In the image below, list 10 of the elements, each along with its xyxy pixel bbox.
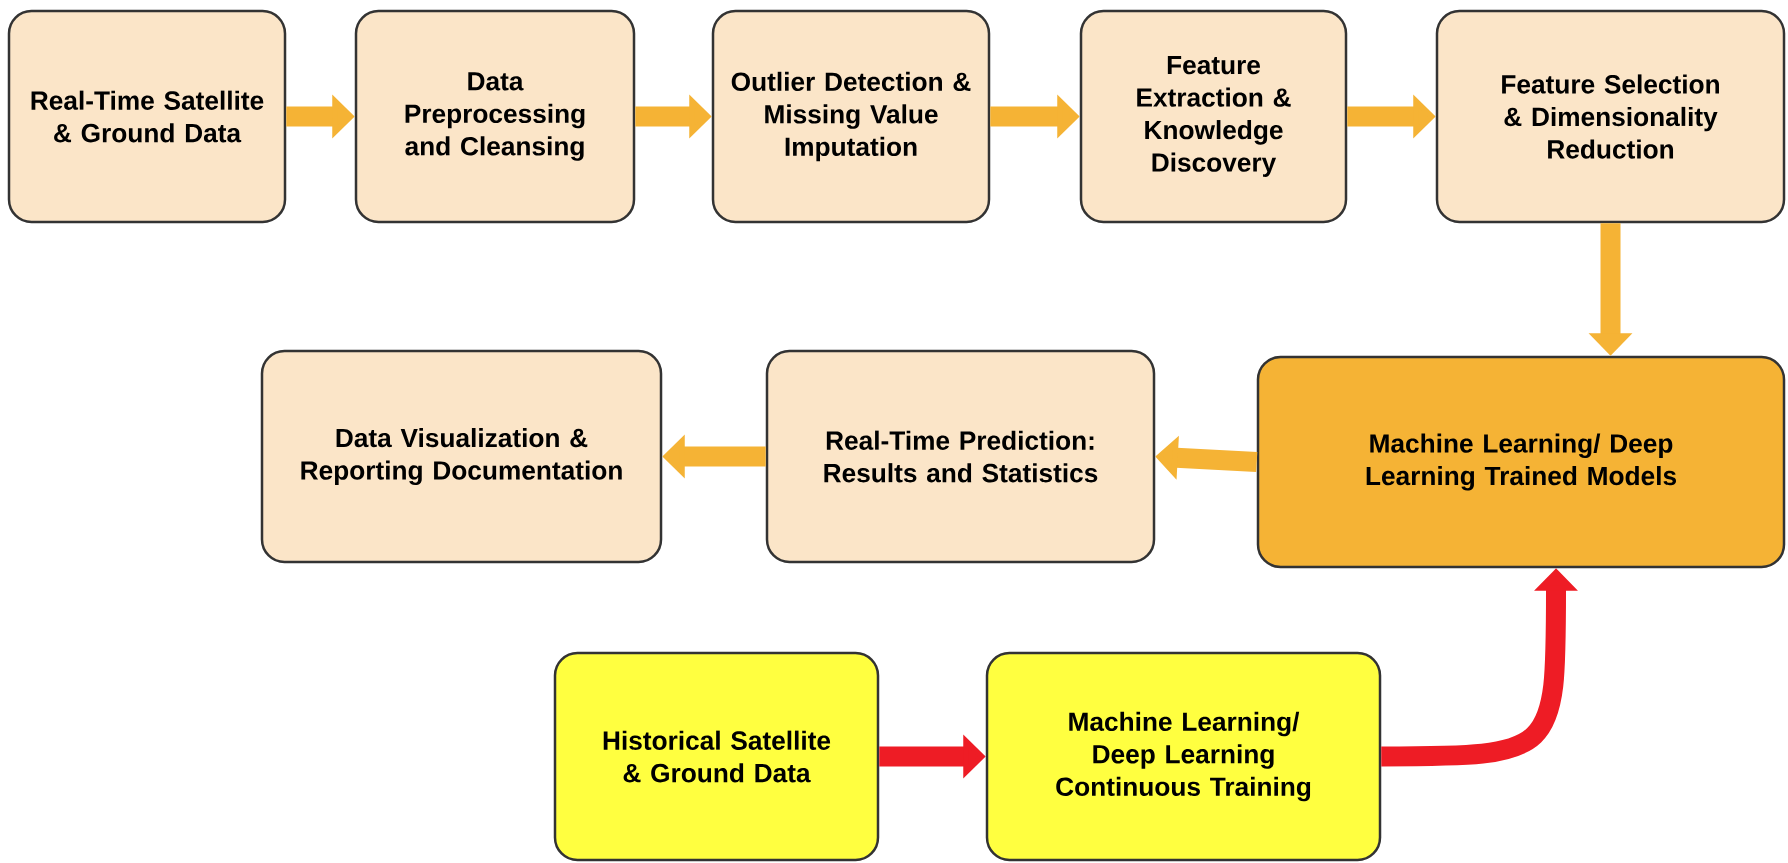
process-box: Real-Time Prediction: Results and Statistics [765, 349, 1156, 564]
process-box: Feature Selection & Dimensionality Reduction [1435, 9, 1786, 224]
process-box: Feature Extraction & Knowledge Discovery [1079, 9, 1348, 224]
process-box: Machine Learning/ Deep Learning Continuous Training [985, 651, 1382, 862]
process-box: Machine Learning/ Deep Learning Trained Models [1256, 355, 1786, 569]
process-box: Real-Time Satellite & Ground Data [7, 9, 287, 224]
process-box: Outlier Detection & Missing Value Imputation [711, 9, 991, 224]
process-box: Data Visualization & Reporting Documentation [260, 349, 663, 564]
process-box: Historical Satellite & Ground Data [553, 651, 880, 862]
process-box: Data Preprocessing and Cleansing [354, 9, 636, 224]
